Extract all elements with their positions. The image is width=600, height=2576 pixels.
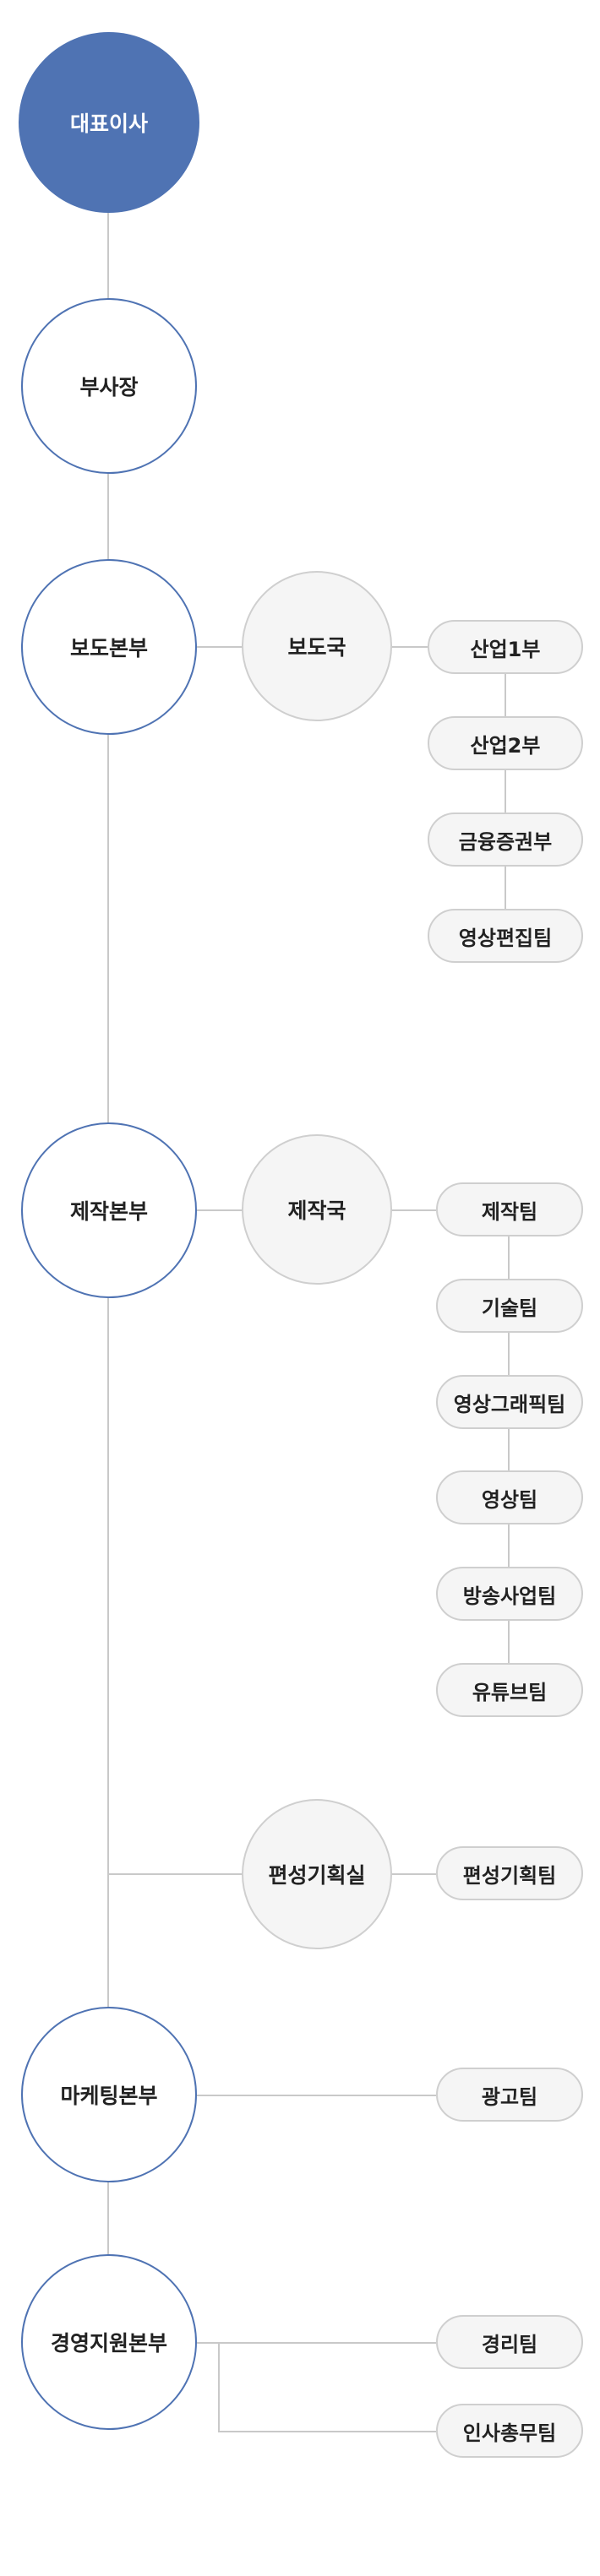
video-team-node: 영상팀	[436, 1470, 583, 1524]
industry1-team-node: 산업1부	[428, 620, 583, 674]
accounting-team-node: 경리팀	[436, 2315, 583, 2369]
broadcast-biz-team-node: 방송사업팀	[436, 1567, 583, 1621]
programming-to-team-connector	[390, 1873, 436, 1875]
prod-hq-node: 제작본부	[21, 1122, 197, 1298]
prod-hq-to-bureau-connector	[196, 1209, 243, 1211]
programming-team-node: 편성기획팀	[436, 1846, 583, 1900]
graphics-team-node: 영상그래픽팀	[436, 1375, 583, 1429]
prod-bureau-to-teams-connector	[390, 1209, 436, 1211]
marketing-hq-node: 마케팅본부	[21, 2007, 197, 2182]
news-bureau-to-teams-connector	[390, 646, 428, 648]
mgmt-branch-connector	[218, 2342, 220, 2432]
video-edit-team-node: 영상편집팀	[428, 909, 583, 963]
news-hq-node: 보도본부	[21, 559, 197, 735]
marketing-to-ad-connector	[196, 2095, 436, 2096]
mgmt-to-hr-connector	[218, 2431, 436, 2432]
trunk-to-programming-connector	[107, 1873, 243, 1875]
news-bureau-node: 보도국	[242, 571, 392, 721]
prod-team-node: 제작팀	[436, 1182, 583, 1236]
hr-general-team-node: 인사총무팀	[436, 2404, 583, 2458]
mgmt-hq-node: 경영지원본부	[21, 2254, 197, 2430]
youtube-team-node: 유튜브팀	[436, 1663, 583, 1717]
prod-teams-connector	[508, 1236, 510, 1693]
finance-team-node: 금융증권부	[428, 812, 583, 867]
industry2-team-node: 산업2부	[428, 716, 583, 770]
tech-team-node: 기술팀	[436, 1279, 583, 1333]
programming-office-node: 편성기획실	[242, 1799, 392, 1949]
news-teams-connector	[505, 673, 506, 940]
news-hq-to-bureau-connector	[196, 646, 243, 648]
prod-bureau-node: 제작국	[242, 1134, 392, 1285]
mgmt-to-accounting-connector	[196, 2342, 436, 2344]
ad-team-node: 광고팀	[436, 2068, 583, 2122]
vp-node: 부사장	[21, 298, 197, 474]
ceo-node: 대표이사	[19, 32, 199, 213]
